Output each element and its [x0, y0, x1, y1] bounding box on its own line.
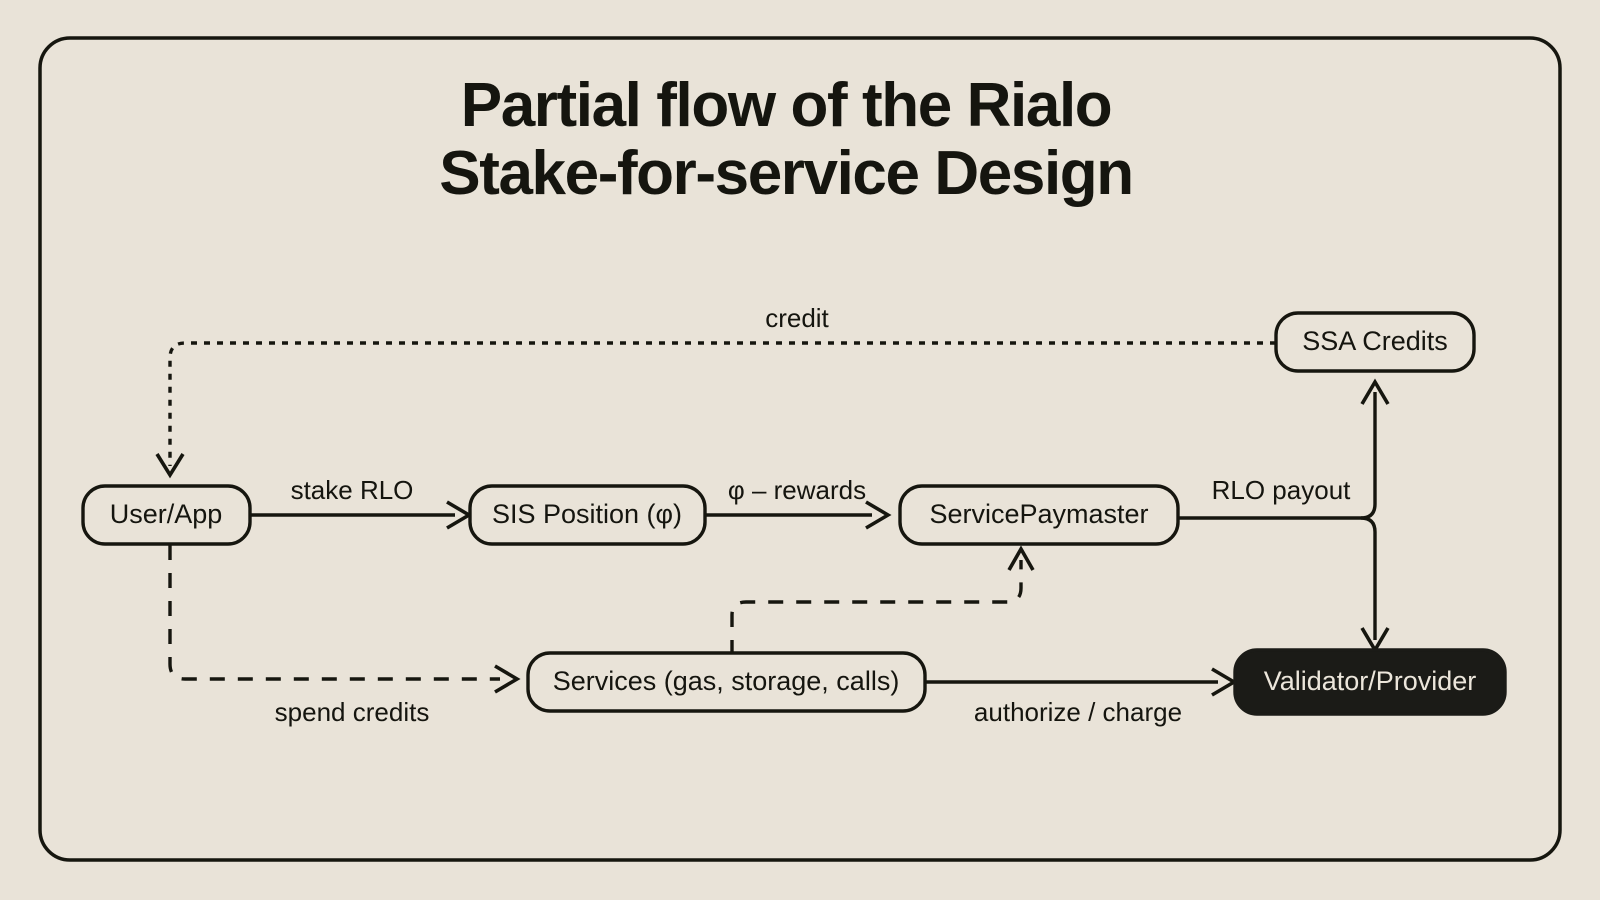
edge-services-to-paymaster-arrowhead: [1007, 545, 1035, 571]
page-title-line1: Partial flow of the Rialo: [461, 71, 1112, 140]
node-sis-position-label: SIS Position (φ): [492, 499, 682, 529]
node-ssa-credits-shape[interactable]: [1274, 311, 1476, 373]
edge-credit-label: credit: [765, 303, 829, 333]
node-sis-position[interactable]: SIS Position (φ): [468, 484, 707, 546]
node-user-app-label: User/App: [110, 499, 223, 529]
node-service-paymaster[interactable]: ServicePaymaster: [898, 484, 1180, 546]
edge-stake-rlo-label: stake RLO: [291, 475, 414, 505]
node-user-app[interactable]: User/App: [81, 484, 252, 546]
edge-authorize-charge-label: authorize / charge: [974, 697, 1182, 727]
edge-services-to-paymaster-path: [730, 560, 1023, 655]
page-title-line2: Stake-for-service Design: [439, 139, 1132, 208]
node-ssa-credits-label: SSA Credits: [1302, 326, 1448, 356]
node-service-paymaster-label: ServicePaymaster: [929, 499, 1148, 529]
edge-spend-credits-arrowhead: [494, 664, 521, 694]
node-services[interactable]: Services (gas, storage, calls): [526, 651, 927, 713]
edge-payout-to-validator: [1360, 516, 1390, 654]
edge-credit: credit: [155, 303, 1276, 479]
edge-services-to-paymaster: [730, 545, 1035, 655]
edge-rlo-payout-arrowhead-up: [1360, 378, 1390, 405]
node-ssa-credits[interactable]: SSA Credits: [1274, 311, 1476, 373]
edge-phi-rewards-label: φ – rewards: [728, 475, 866, 505]
edge-spend-credits: spend credits: [168, 545, 521, 727]
node-validator-provider-shape[interactable]: [1233, 648, 1507, 716]
node-validator-provider-label: Validator/Provider: [1264, 666, 1477, 696]
edge-authorize-charge: authorize / charge: [925, 667, 1238, 727]
node-sis-position-shape[interactable]: [468, 484, 707, 546]
edge-phi-rewards: φ – rewards: [705, 475, 892, 530]
node-services-label: Services (gas, storage, calls): [553, 666, 900, 696]
edge-spend-credits-path: [168, 545, 500, 681]
edge-stake-rlo: stake RLO: [250, 475, 473, 530]
edge-rlo-payout: RLO payout: [1178, 378, 1390, 520]
node-user-app-shape[interactable]: [81, 484, 252, 546]
edge-rlo-payout-label: RLO payout: [1212, 475, 1352, 505]
edge-credit-path: [168, 341, 1276, 466]
edge-payout-to-validator-path: [1360, 516, 1377, 640]
edge-phi-rewards-arrowhead: [865, 500, 892, 530]
node-service-paymaster-shape[interactable]: [898, 484, 1180, 546]
panel-outline: [38, 36, 1562, 862]
node-validator-provider[interactable]: Validator/Provider: [1233, 648, 1507, 716]
edge-spend-credits-label: spend credits: [275, 697, 430, 727]
node-services-shape[interactable]: [526, 651, 927, 713]
edge-credit-arrowhead: [155, 453, 185, 479]
